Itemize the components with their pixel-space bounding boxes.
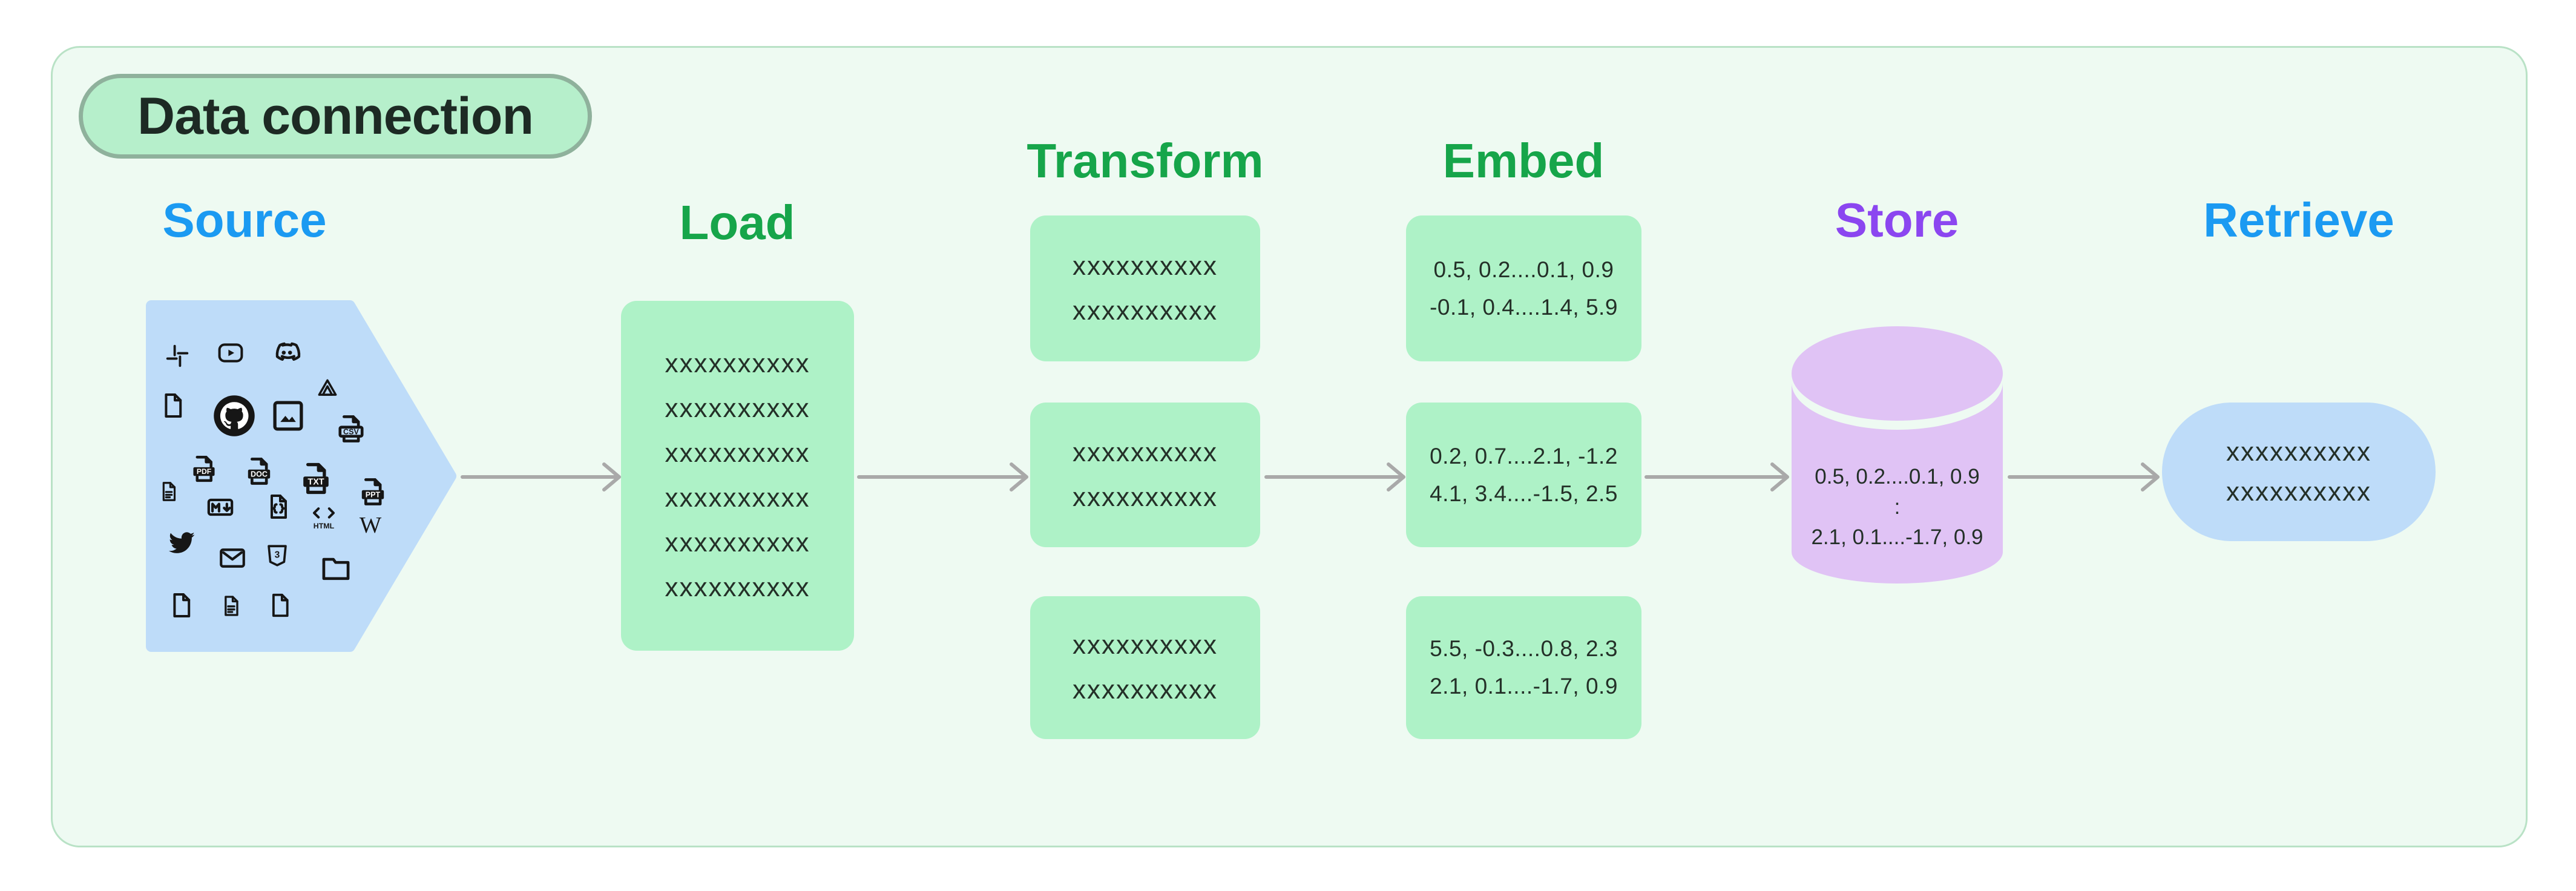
badge-label: Data connection: [137, 87, 534, 145]
youtube-icon: [213, 338, 248, 367]
flow-arrow-embed-store: [1644, 462, 1789, 492]
discord-icon: [268, 337, 306, 369]
twitter-icon: [162, 527, 201, 559]
load-row: xxxxxxxxxx: [665, 349, 810, 378]
slack-icon: [163, 342, 191, 370]
txt-file-icon: TXT: [297, 458, 335, 499]
image-icon: [269, 396, 307, 435]
transform-row: xxxxxxxxxx: [1073, 295, 1218, 326]
stage-label-retrieve: Retrieve: [2203, 193, 2394, 247]
embed-box-3: 5.5, -0.3....0.8, 2.3 2.1, 0.1....-1.7, …: [1406, 596, 1641, 739]
html-icon: HTML: [306, 504, 341, 533]
google-drive-icon: [314, 376, 341, 401]
transform-row: xxxxxxxxxx: [1073, 482, 1218, 512]
load-box: xxxxxxxxxx xxxxxxxxxx xxxxxxxxxx xxxxxxx…: [621, 301, 854, 651]
load-row: xxxxxxxxxx: [665, 393, 810, 423]
embed-box-1: 0.5, 0.2....0.1, 0.9 -0.1, 0.4....1.4, 5…: [1406, 215, 1641, 361]
wikipedia-icon: W: [357, 511, 384, 538]
svg-text:DOC: DOC: [251, 470, 268, 478]
svg-text:CSV: CSV: [343, 427, 359, 436]
file-icon: [167, 588, 196, 623]
flow-arrow-load-transform: [857, 462, 1028, 492]
flow-arrow-store-retrieve: [2008, 462, 2160, 492]
load-row: xxxxxxxxxx: [665, 573, 810, 602]
ppt-file-icon: PPT: [356, 474, 390, 510]
transform-box-2: xxxxxxxxxx xxxxxxxxxx: [1030, 403, 1260, 547]
cylinder-shape: [1792, 326, 2003, 584]
data-connection-badge: Data connection: [79, 74, 592, 159]
store-content: 0.5, 0.2....0.1, 0.9 : 2.1, 0.1....-1.7,…: [1790, 462, 2004, 553]
folder-icon: [316, 551, 356, 585]
store-line: 2.1, 0.1....-1.7, 0.9: [1811, 525, 1983, 549]
embed-box-2: 0.2, 0.7....2.1, -1.2 4.1, 3.4....-1.5, …: [1406, 403, 1641, 547]
store-line: 0.5, 0.2....0.1, 0.9: [1815, 465, 1980, 488]
transform-box-1: xxxxxxxxxx xxxxxxxxxx: [1030, 215, 1260, 361]
transform-row: xxxxxxxxxx: [1073, 630, 1218, 660]
store-line: :: [1894, 495, 1901, 519]
svg-text:3: 3: [275, 550, 280, 560]
stage-label-embed: Embed: [1442, 134, 1605, 188]
diagram-container: [51, 46, 2528, 847]
csv-file-icon: CSV: [334, 410, 368, 448]
transform-row: xxxxxxxxxx: [1073, 675, 1218, 705]
embed-row: 5.5, -0.3....0.8, 2.3: [1430, 636, 1618, 661]
retrieve-row: xxxxxxxxxx: [2226, 476, 2371, 507]
source-pentagon: CSV PDF DOC TXT PPT HTML W: [145, 300, 457, 653]
svg-text:W: W: [360, 513, 382, 538]
markdown-icon: [202, 492, 239, 522]
stage-label-source: Source: [162, 193, 327, 247]
github-icon: [208, 389, 261, 442]
embed-row: 0.2, 0.7....2.1, -1.2: [1430, 443, 1618, 469]
svg-text:PDF: PDF: [197, 467, 211, 476]
file-text-icon: [219, 590, 243, 622]
transform-box-3: xxxxxxxxxx xxxxxxxxxx: [1030, 596, 1260, 739]
load-row: xxxxxxxxxx: [665, 528, 810, 557]
transform-row: xxxxxxxxxx: [1073, 251, 1218, 281]
load-row: xxxxxxxxxx: [665, 438, 810, 468]
stage-label-transform: Transform: [1027, 134, 1264, 188]
file-text-icon: [157, 475, 180, 508]
email-icon: [215, 543, 249, 573]
retrieve-row: xxxxxxxxxx: [2226, 436, 2371, 467]
flow-arrow-source-load: [461, 462, 621, 492]
file-icon: [266, 588, 294, 623]
store-cylinder: 0.5, 0.2....0.1, 0.9 : 2.1, 0.1....-1.7,…: [1790, 325, 2004, 584]
svg-text:PPT: PPT: [366, 490, 381, 499]
stage-label-load: Load: [679, 196, 795, 249]
svg-text:HTML: HTML: [314, 522, 335, 530]
doc-file-icon: DOC: [242, 453, 276, 490]
embed-row: 0.5, 0.2....0.1, 0.9: [1433, 257, 1614, 282]
pentagon-shape: [146, 300, 456, 652]
stage-label-store: Store: [1835, 193, 1959, 247]
json-file-icon: [264, 489, 293, 524]
transform-row: xxxxxxxxxx: [1073, 437, 1218, 467]
file-icon: [159, 387, 188, 424]
embed-row: -0.1, 0.4....1.4, 5.9: [1430, 294, 1618, 320]
flow-arrow-transform-embed: [1264, 462, 1405, 492]
load-row: xxxxxxxxxx: [665, 483, 810, 513]
embed-row: 2.1, 0.1....-1.7, 0.9: [1430, 674, 1618, 699]
svg-text:TXT: TXT: [307, 478, 324, 487]
css-icon: 3: [264, 541, 291, 571]
pdf-file-icon: PDF: [188, 451, 220, 487]
retrieve-pill: xxxxxxxxxx xxxxxxxxxx: [2162, 403, 2436, 541]
embed-row: 4.1, 3.4....-1.5, 2.5: [1430, 481, 1618, 506]
